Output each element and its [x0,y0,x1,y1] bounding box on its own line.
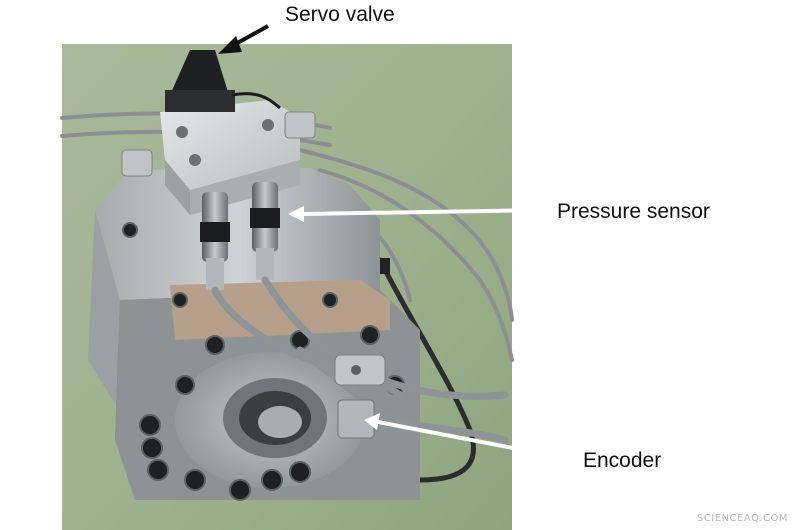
pressure-sensors [200,182,280,290]
label-encoder: Encoder [583,449,662,472]
servo-valve-base [165,90,235,112]
motor-body-left [88,210,125,420]
block-bolt [176,126,188,138]
valve-block-side [165,160,190,215]
encoder [334,354,386,439]
block-bolt [262,119,274,131]
right-fitting [284,111,316,139]
label-servo-valve: Servo valve [285,3,395,26]
flange-bar [170,280,390,340]
watermark: SCIENCEAQ.COM [696,513,788,524]
block-bolt [189,154,201,166]
servo-valve [170,50,228,95]
motor-body-top [95,168,380,300]
shaft-inner [258,406,302,438]
label-pressure-sensor: Pressure sensor [557,200,710,223]
servo-wire [231,92,281,110]
annotation-arrows [218,24,576,462]
bolt-holes [122,222,405,501]
left-fitting [121,149,153,177]
